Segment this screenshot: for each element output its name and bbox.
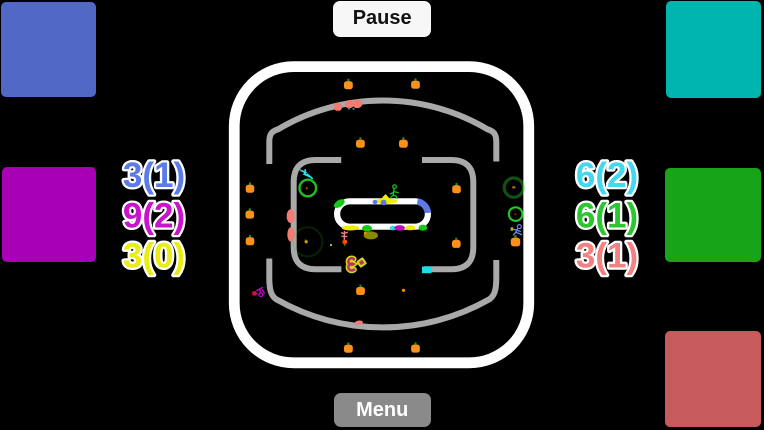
svg-text:3(1): 3(1)	[123, 156, 185, 195]
svg-text:6(2): 6(2)	[576, 156, 638, 195]
svg-text:3(0): 3(0)	[123, 237, 185, 276]
svg-text:3(1): 3(1)	[576, 237, 638, 276]
svg-text:6(1): 6(1)	[576, 197, 638, 236]
svg-text:9(2): 9(2)	[123, 197, 185, 236]
